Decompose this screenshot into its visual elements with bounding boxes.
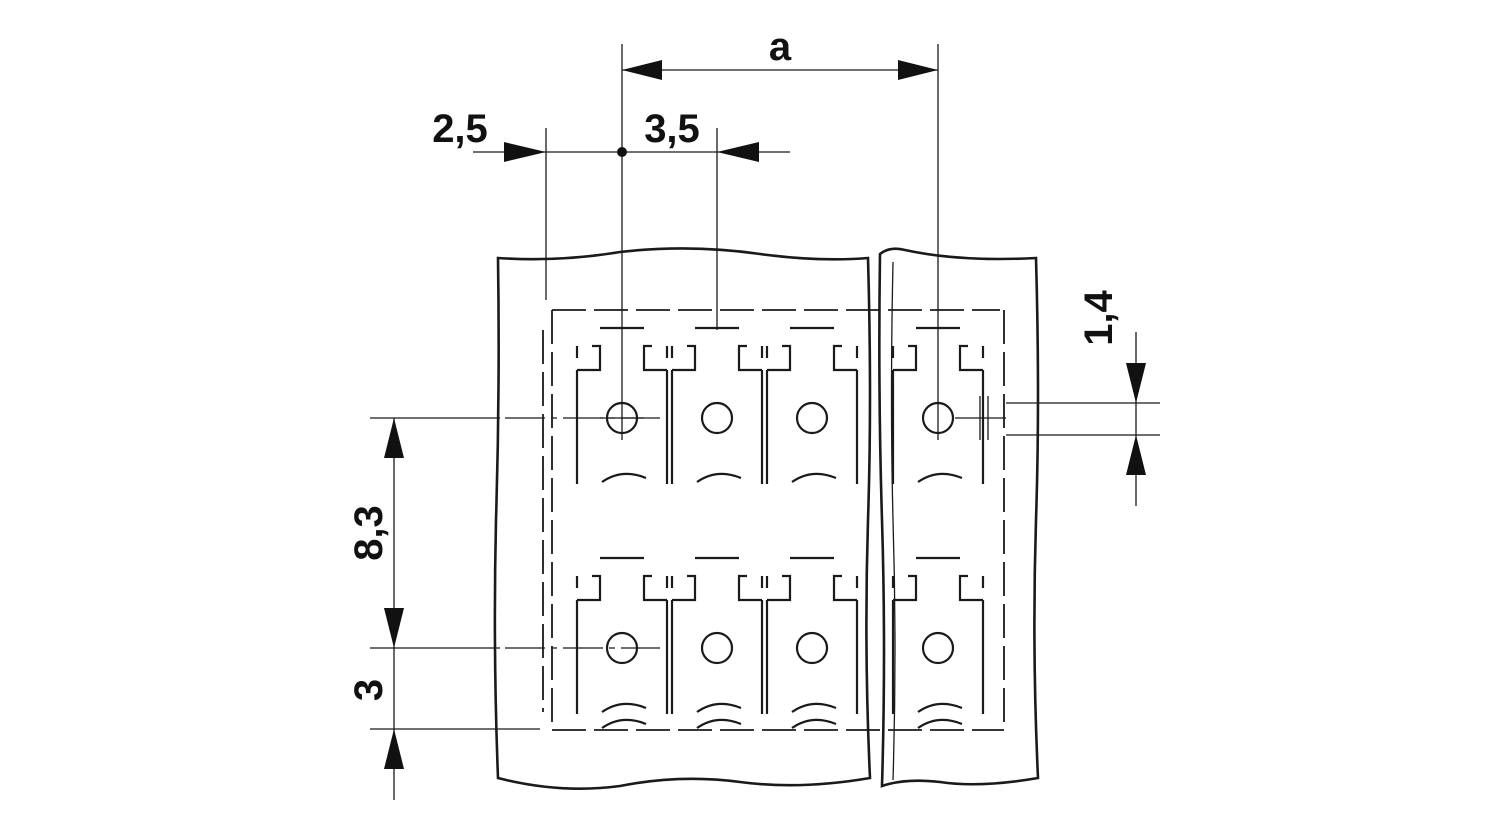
side-board-outline (878, 247, 1040, 788)
housing-outline (542, 309, 1005, 731)
pin-hole (921, 631, 955, 665)
pin-cell (891, 556, 985, 729)
side-board-inner-edge (890, 261, 896, 781)
dimension-arrows (384, 60, 1146, 769)
reference-point (617, 147, 627, 157)
pin-holes (600, 401, 955, 665)
pin-hole (795, 631, 829, 665)
dimension-label-row-spacing: 8,3 (347, 505, 391, 561)
pin-cell (765, 556, 859, 729)
main-board-outline (493, 247, 872, 790)
pin-cell (765, 326, 859, 484)
dimension-label-offset-left: 2,5 (432, 107, 488, 151)
pin-cell (575, 556, 669, 729)
pin-hole (700, 401, 734, 435)
dimension-lines (370, 44, 1160, 800)
pin-hole (795, 401, 829, 435)
pin-cell (670, 326, 764, 484)
pin-hole (700, 631, 734, 665)
dimension-label-edge-distance: 3 (347, 679, 391, 701)
dimension-label-a: a (769, 25, 792, 69)
pin-cells (575, 326, 985, 729)
pin-cell (670, 556, 764, 729)
dimension-label-offset-right: 3,5 (644, 107, 700, 151)
dimension-label-hole-diameter: 1,4 (1077, 289, 1121, 345)
